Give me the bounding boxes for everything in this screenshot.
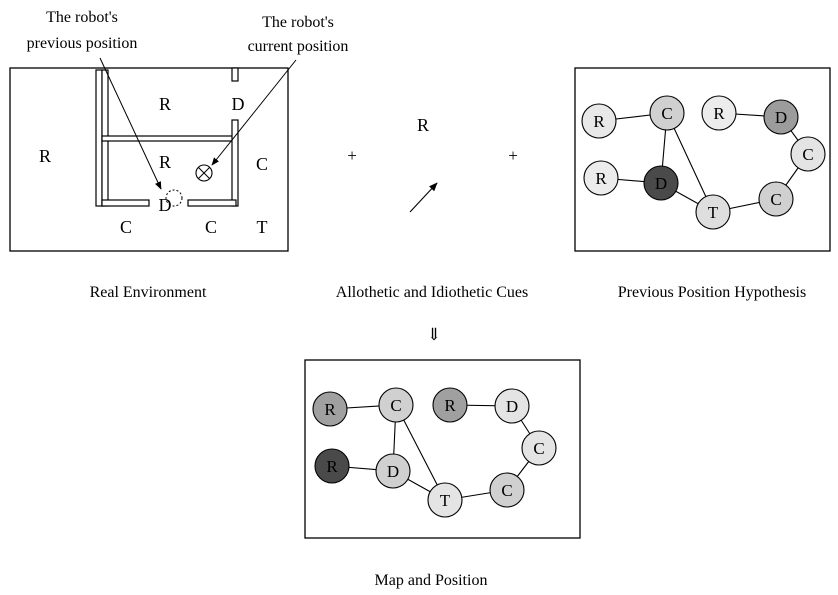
map-node-label: D — [506, 397, 518, 416]
hypothesis-node: R — [583, 160, 619, 196]
previous-position-marker — [165, 189, 183, 207]
hypothesis-node-label: T — [708, 203, 719, 222]
hypothesis-node: D — [643, 165, 679, 201]
hypothesis-node-circle — [581, 103, 617, 139]
real-environment-panel: R D R R C D C C T — [9, 57, 297, 252]
map-node-circle — [378, 387, 414, 423]
cues-panel: R — [409, 115, 438, 213]
hypothesis-caption: Previous Position Hypothesis — [618, 284, 806, 301]
hypothesis-node-label: D — [655, 174, 667, 193]
previous-position-arrow — [99, 57, 162, 190]
implies-arrow: ⇓ — [427, 325, 441, 344]
plus-sign: + — [508, 146, 518, 165]
map-node-circle — [375, 453, 411, 489]
hypothesis-node-circle — [790, 136, 826, 172]
room-label: C — [120, 217, 132, 237]
room-label: C — [256, 154, 268, 174]
room-label: R — [159, 94, 171, 114]
map-node-circle — [494, 388, 530, 424]
room-label: R — [39, 146, 51, 166]
current-position-marker — [195, 164, 213, 182]
map-node-label: T — [440, 491, 451, 510]
hypothesis-node-circle — [643, 165, 679, 201]
wall-middle-horizontal — [101, 135, 235, 142]
wall-right-top-stub — [231, 67, 239, 82]
hypothesis-node-circle — [701, 95, 737, 131]
hypothesis-node-circle — [763, 99, 799, 135]
annotation-previous-line1: The robot's — [46, 9, 118, 26]
map-node: C — [489, 472, 525, 508]
map-node-circle — [312, 391, 348, 427]
annotation-current-line2: current position — [248, 38, 349, 55]
hypothesis-node-label: C — [661, 104, 672, 123]
map-panel: R C R D C R D T C — [304, 359, 581, 539]
map-node: C — [378, 387, 414, 423]
map-caption: Map and Position — [375, 572, 488, 589]
cues-caption: Allothetic and Idiothetic Cues — [336, 284, 528, 301]
hypothesis-node: R — [701, 95, 737, 131]
map-node-circle — [427, 482, 463, 518]
environment-frame — [9, 67, 289, 252]
room-label: T — [257, 217, 268, 237]
hypothesis-node-circle — [758, 181, 794, 217]
map-node-label: C — [390, 396, 401, 415]
annotation-previous-line2: previous position — [27, 35, 138, 52]
hypothesis-node: C — [649, 95, 685, 131]
hypothesis-node: T — [695, 194, 731, 230]
map-node-label: C — [533, 439, 544, 458]
plus-sign: + — [347, 146, 357, 165]
annotation-previous-position: The robot's previous position — [27, 9, 138, 52]
hypothesis-node: C — [790, 136, 826, 172]
wall-left-outer — [95, 69, 103, 207]
hypothesis-node-circle — [583, 160, 619, 196]
current-position-arrow — [211, 59, 297, 166]
map-node-circle — [432, 387, 468, 423]
map-node-label: D — [387, 462, 399, 481]
map-node-label: C — [501, 481, 512, 500]
map-node: D — [494, 388, 530, 424]
hypothesis-node-label: C — [802, 145, 813, 164]
hypothesis-node-label: R — [593, 112, 605, 131]
room-label: D — [159, 195, 172, 215]
map-nodes: R C R D C R D T C — [312, 387, 557, 518]
hypothesis-node-circle — [695, 194, 731, 230]
hypothesis-node: D — [763, 99, 799, 135]
map-node: R — [314, 448, 350, 484]
hypothesis-edge — [666, 112, 714, 213]
real-environment-caption: Real Environment — [90, 284, 207, 301]
motion-arrow — [409, 182, 438, 213]
room-label: D — [232, 94, 245, 114]
hypothesis-node-label: R — [713, 104, 725, 123]
cue-room-label: R — [417, 115, 429, 135]
hypothesis-node: C — [758, 181, 794, 217]
annotation-current-line1: The robot's — [262, 14, 334, 31]
wall-bottom-left — [101, 199, 150, 207]
hypothesis-frame — [574, 67, 831, 252]
map-node-label: R — [324, 400, 336, 419]
map-node-circle — [314, 448, 350, 484]
map-node: D — [375, 453, 411, 489]
map-frame — [304, 359, 581, 539]
room-label: C — [205, 217, 217, 237]
map-node: T — [427, 482, 463, 518]
map-node-circle — [521, 430, 557, 466]
hypothesis-node-label: R — [595, 169, 607, 188]
map-node-label: R — [444, 396, 456, 415]
hypothesis-node-label: C — [770, 190, 781, 209]
map-node-circle — [489, 472, 525, 508]
room-label: R — [159, 152, 171, 172]
hypothesis-node: R — [581, 103, 617, 139]
annotation-current-position: The robot's current position — [248, 14, 349, 55]
map-node: R — [432, 387, 468, 423]
hypothesis-node-label: D — [775, 108, 787, 127]
map-node-label: R — [326, 457, 338, 476]
map-edge — [395, 404, 446, 501]
map-node: R — [312, 391, 348, 427]
wall-bottom-right — [187, 199, 237, 207]
map-node: C — [521, 430, 557, 466]
hypothesis-node-circle — [649, 95, 685, 131]
